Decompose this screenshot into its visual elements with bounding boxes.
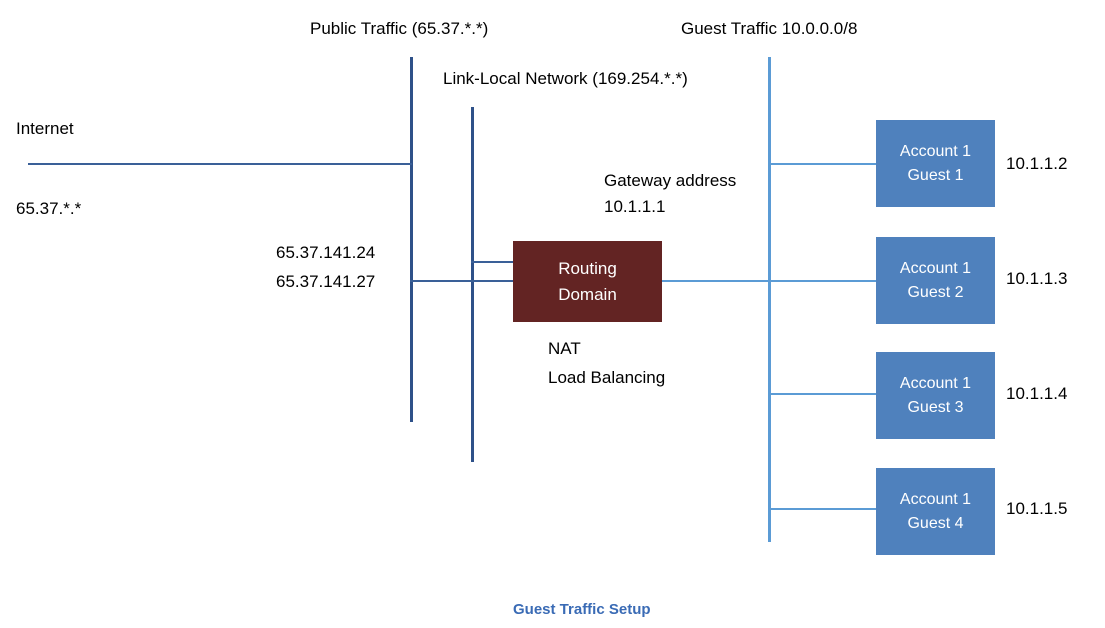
routing-domain-box[interactable]: Routing Domain [513, 241, 662, 322]
routing-to-guest-connector [662, 280, 878, 282]
routing-domain-line1: Routing [558, 258, 617, 278]
guest-1-name: Guest 1 [907, 166, 964, 184]
public-ip-2-label: 65.37.141.27 [276, 272, 376, 291]
guest-2-ip-label: 10.1.1.3 [1006, 269, 1068, 288]
public-traffic-trunk-line [410, 57, 413, 422]
guest-box-1[interactable]: Account 1 Guest 1 [876, 120, 995, 207]
routing-domain-line2: Domain [558, 284, 617, 304]
public-to-routing-connector [410, 280, 515, 282]
load-balancing-label: Load Balancing [548, 368, 666, 387]
guest-3-ip-label: 10.1.1.4 [1006, 384, 1068, 403]
guest-3-connector-line [768, 393, 878, 395]
guest-traffic-heading: Guest Traffic 10.0.0.0/8 [681, 19, 858, 38]
guest-4-account: Account 1 [899, 490, 972, 508]
public-ip-1-label: 65.37.141.24 [276, 243, 376, 262]
public-traffic-heading: Public Traffic (65.37.*.*) [310, 19, 489, 38]
guest-2-name: Guest 2 [907, 283, 964, 301]
guest-1-ip-label: 10.1.1.2 [1006, 154, 1068, 173]
internet-label: Internet [16, 119, 74, 138]
internet-ip-range-label: 65.37.*.* [16, 199, 82, 218]
guest-3-name: Guest 3 [907, 398, 964, 416]
guest-4-name: Guest 4 [907, 514, 964, 532]
gateway-address-ip: 10.1.1.1 [604, 197, 666, 216]
guest-4-connector-line [768, 508, 878, 510]
guest-4-ip-label: 10.1.1.5 [1006, 499, 1068, 518]
guest-box-2[interactable]: Account 1 Guest 2 [876, 237, 995, 324]
guest-1-account: Account 1 [899, 142, 972, 160]
guest-box-4[interactable]: Account 1 Guest 4 [876, 468, 995, 555]
nat-label: NAT [548, 339, 581, 358]
gateway-address-title: Gateway address [604, 171, 737, 190]
link-local-trunk-line [471, 107, 474, 462]
guest-box-3[interactable]: Account 1 Guest 3 [876, 352, 995, 439]
guest-traffic-trunk-line [768, 57, 771, 542]
internet-connector-line [28, 163, 412, 165]
guest-3-account: Account 1 [899, 374, 972, 392]
link-local-to-routing-connector [471, 261, 515, 263]
guest-1-connector-line [768, 163, 878, 165]
link-local-network-heading: Link-Local Network (169.254.*.*) [443, 69, 688, 88]
diagram-caption: Guest Traffic Setup [513, 601, 651, 618]
guest-2-account: Account 1 [899, 259, 972, 277]
